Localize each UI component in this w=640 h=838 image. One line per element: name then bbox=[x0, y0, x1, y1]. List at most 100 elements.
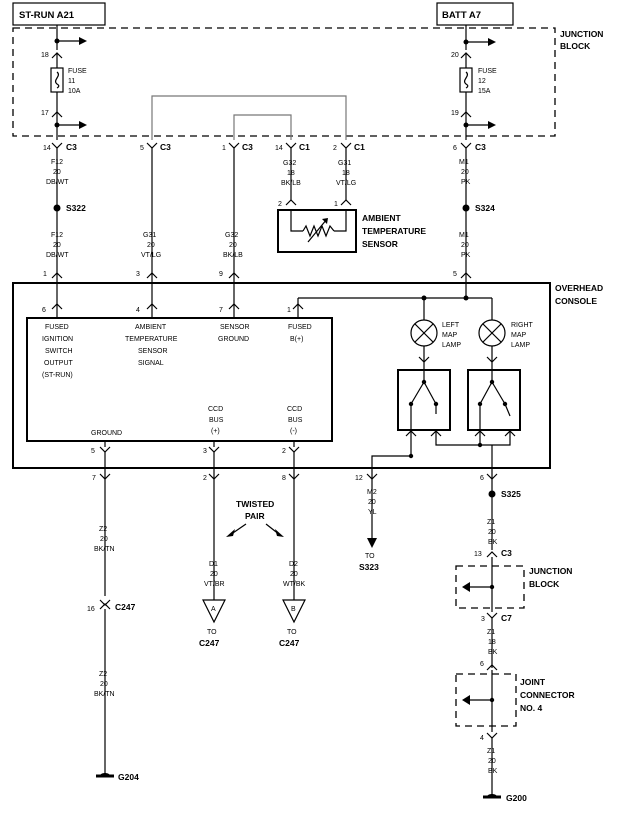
svg-text:C3: C3 bbox=[160, 142, 171, 152]
svg-text:SENSOR: SENSOR bbox=[138, 348, 168, 355]
right-map-lamp-label-2: MAP bbox=[511, 332, 527, 339]
to-s323-to: TO bbox=[365, 553, 375, 560]
ground-g200-label: G200 bbox=[506, 793, 527, 803]
fuse11-pin-out: 17 bbox=[41, 110, 49, 117]
console-bottom-pin-5: 5 bbox=[91, 448, 95, 455]
wire-g32-gauge: 20 bbox=[229, 242, 237, 249]
st-run-source-box bbox=[12, 2, 106, 26]
wire-z2b-color: BK/TN bbox=[94, 691, 115, 698]
svg-text:FUSED: FUSED bbox=[45, 324, 69, 331]
jb2-conn-c3: C3 bbox=[501, 548, 512, 558]
wire-z2b-code: Z2 bbox=[99, 671, 107, 678]
connector-c3-pin5: 5 C3 bbox=[140, 142, 171, 152]
lamp-bus-node-left bbox=[421, 295, 427, 301]
label-fused-ignition: FUSED IGNITION SWITCH OUTPUT (ST-RUN) bbox=[42, 324, 74, 379]
fuse12-pin-in: 20 bbox=[451, 52, 459, 59]
svg-text:AMBIENT: AMBIENT bbox=[135, 324, 167, 331]
junction-block-title-2: BLOCK bbox=[560, 41, 591, 51]
junction-block-outline bbox=[12, 27, 556, 137]
fuse11-body bbox=[50, 67, 64, 93]
console-module-box bbox=[26, 317, 333, 442]
fuse11-pin-in: 18 bbox=[41, 52, 49, 59]
connector-c3-pin6: 6 C3 bbox=[453, 142, 486, 152]
wire-g32-code: G32 bbox=[225, 232, 238, 239]
overhead-console-title: OVERHEAD bbox=[555, 283, 603, 293]
to-s323-arrow-icon bbox=[367, 538, 377, 548]
to-c247-1-to: TO bbox=[207, 629, 217, 636]
label-ambient-signal: AMBIENT TEMPERATURE SENSOR SIGNAL bbox=[125, 324, 178, 367]
overhead-console-outline bbox=[12, 282, 551, 469]
sensor-pin-2: 2 bbox=[278, 201, 282, 208]
wire-z1c-gauge: 20 bbox=[488, 758, 496, 765]
svg-text:C1: C1 bbox=[299, 142, 310, 152]
svg-text:14: 14 bbox=[43, 145, 51, 152]
splice-s324-node bbox=[462, 204, 470, 212]
overhead-console-title-2: CONSOLE bbox=[555, 296, 597, 306]
fuse11-rating: 10A bbox=[68, 88, 81, 95]
svg-text:C1: C1 bbox=[354, 142, 365, 152]
wire-d1-gauge: 20 bbox=[210, 571, 218, 578]
inner-pin-1: 1 bbox=[287, 307, 291, 314]
svg-text:TEMPERATURE: TEMPERATURE bbox=[125, 336, 178, 343]
wire-z1b-gauge: 18 bbox=[488, 639, 496, 646]
fuse12-rating: 15A bbox=[478, 88, 491, 95]
to-c247-2-to: TO bbox=[287, 629, 297, 636]
label-ccd-minus: CCD BUS (-) bbox=[287, 406, 303, 435]
wire-z1c-color: BK bbox=[488, 768, 498, 775]
label-sensor-ground: SENSOR GROUND bbox=[218, 324, 250, 343]
junction-block-2-title: JUNCTION bbox=[529, 566, 572, 576]
svg-text:SWITCH: SWITCH bbox=[45, 348, 73, 355]
wire-d1-code: D1 bbox=[209, 561, 218, 568]
splice-s322-node bbox=[53, 204, 61, 212]
svg-text:C3: C3 bbox=[475, 142, 486, 152]
splice-s324-label: S324 bbox=[475, 203, 495, 213]
splice-s325-node bbox=[488, 490, 496, 498]
jc4-pin-6: 6 bbox=[480, 661, 484, 668]
wire-f12-color: DB/WT bbox=[46, 179, 69, 186]
jb2-pin-3: 3 bbox=[481, 616, 485, 623]
ambient-sensor-box bbox=[277, 209, 357, 253]
switch-m2-node bbox=[408, 453, 414, 459]
thermistor-icon bbox=[302, 224, 335, 238]
jc4-pin-4: 4 bbox=[480, 735, 484, 742]
svg-text:B(+): B(+) bbox=[290, 336, 303, 343]
wire-g32b-gauge: 18 bbox=[287, 170, 295, 177]
to-s323-dest: S323 bbox=[359, 562, 379, 572]
svg-text:5: 5 bbox=[140, 145, 144, 152]
svg-text:6: 6 bbox=[453, 145, 457, 152]
ambient-sensor-label-3: SENSOR bbox=[362, 239, 398, 249]
twisted-arrow-right-icon bbox=[275, 529, 284, 537]
wire-f12-gauge: 20 bbox=[53, 169, 61, 176]
inner-pin-7: 7 bbox=[219, 307, 223, 314]
label-ccd-plus: CCD BUS (+) bbox=[208, 406, 224, 435]
triangle-b-label: B bbox=[291, 606, 296, 613]
connector-c3-pin14: 14 C3 bbox=[43, 142, 77, 152]
junction-block-2-title-2: BLOCK bbox=[529, 579, 560, 589]
wire-g31-code: G31 bbox=[143, 232, 156, 239]
wire-m2-code: M2 bbox=[367, 489, 377, 496]
sensor-pin-1: 1 bbox=[334, 201, 338, 208]
wire-z1c-code: Z1 bbox=[487, 748, 495, 755]
console-top-pin-3: 3 bbox=[136, 271, 140, 278]
fuse11-icon bbox=[54, 71, 60, 89]
connector-c3-pin1: 1 C3 bbox=[222, 142, 253, 152]
pin-7-label: 7 bbox=[92, 475, 96, 482]
fuse12-body bbox=[459, 67, 473, 93]
svg-text:IGNITION: IGNITION bbox=[42, 336, 73, 343]
wire-d1-color: VT/BR bbox=[204, 581, 225, 588]
ambient-sensor-label-2: TEMPERATURE bbox=[362, 226, 426, 236]
wire-g32b-code: G32 bbox=[283, 160, 296, 167]
wire-f12b-gauge: 20 bbox=[53, 242, 61, 249]
wire-m1-gauge: 20 bbox=[461, 169, 469, 176]
wire-m1b-color: PK bbox=[461, 252, 471, 259]
junction-block-title: JUNCTION bbox=[560, 29, 603, 39]
inner-pin-6: 6 bbox=[42, 307, 46, 314]
pin-8-label: 8 bbox=[282, 475, 286, 482]
junction-block-2-outline bbox=[455, 565, 525, 609]
console-top-pin-9: 9 bbox=[219, 271, 223, 278]
batt-source-label: BATT A7 bbox=[442, 10, 481, 21]
svg-text:1: 1 bbox=[222, 145, 226, 152]
svg-text:C3: C3 bbox=[66, 142, 77, 152]
svg-text:2: 2 bbox=[333, 145, 337, 152]
